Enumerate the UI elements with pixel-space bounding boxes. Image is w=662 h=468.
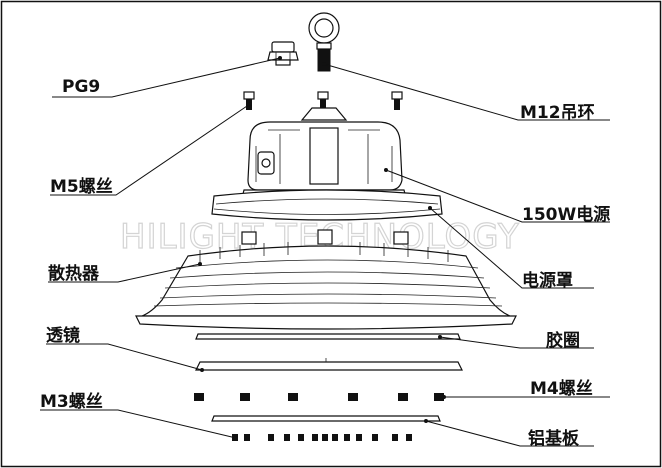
label-aluminum-board: 铝基板	[528, 428, 580, 449]
label-driver-150w: 150W电源	[522, 204, 610, 225]
label-m12-eyebolt: M12吊环	[520, 103, 595, 123]
label-m5-screw: M5螺丝	[50, 176, 113, 197]
label-lens: 透镜	[46, 325, 80, 346]
label-pg9: PG9	[62, 77, 100, 97]
label-driver-cover: 电源罩	[522, 270, 573, 291]
m3-screws-part	[232, 434, 412, 441]
m4-screws-part	[194, 393, 444, 401]
label-m4-screw: M4螺丝	[530, 378, 593, 399]
label-m3-screw: M3螺丝	[40, 391, 103, 412]
label-gasket: 胶圈	[546, 330, 580, 351]
m12-eyebolt-part	[308, 12, 340, 72]
leader-lines	[40, 56, 610, 447]
lens-part	[195, 358, 463, 371]
pg9-gland-part	[267, 41, 299, 66]
labels: PG9 M12吊环 M5螺丝 150W电源 电源罩 散热器 透镜 胶圈 M4螺丝…	[40, 77, 610, 449]
gasket-part	[195, 333, 461, 340]
m5-screws-part	[243, 91, 403, 110]
driver-150w-part	[241, 107, 407, 199]
aluminum-board-part	[211, 415, 441, 422]
driver-cover-part	[211, 189, 443, 221]
heatsink-part	[135, 229, 517, 330]
label-heatsink: 散热器	[48, 263, 100, 284]
